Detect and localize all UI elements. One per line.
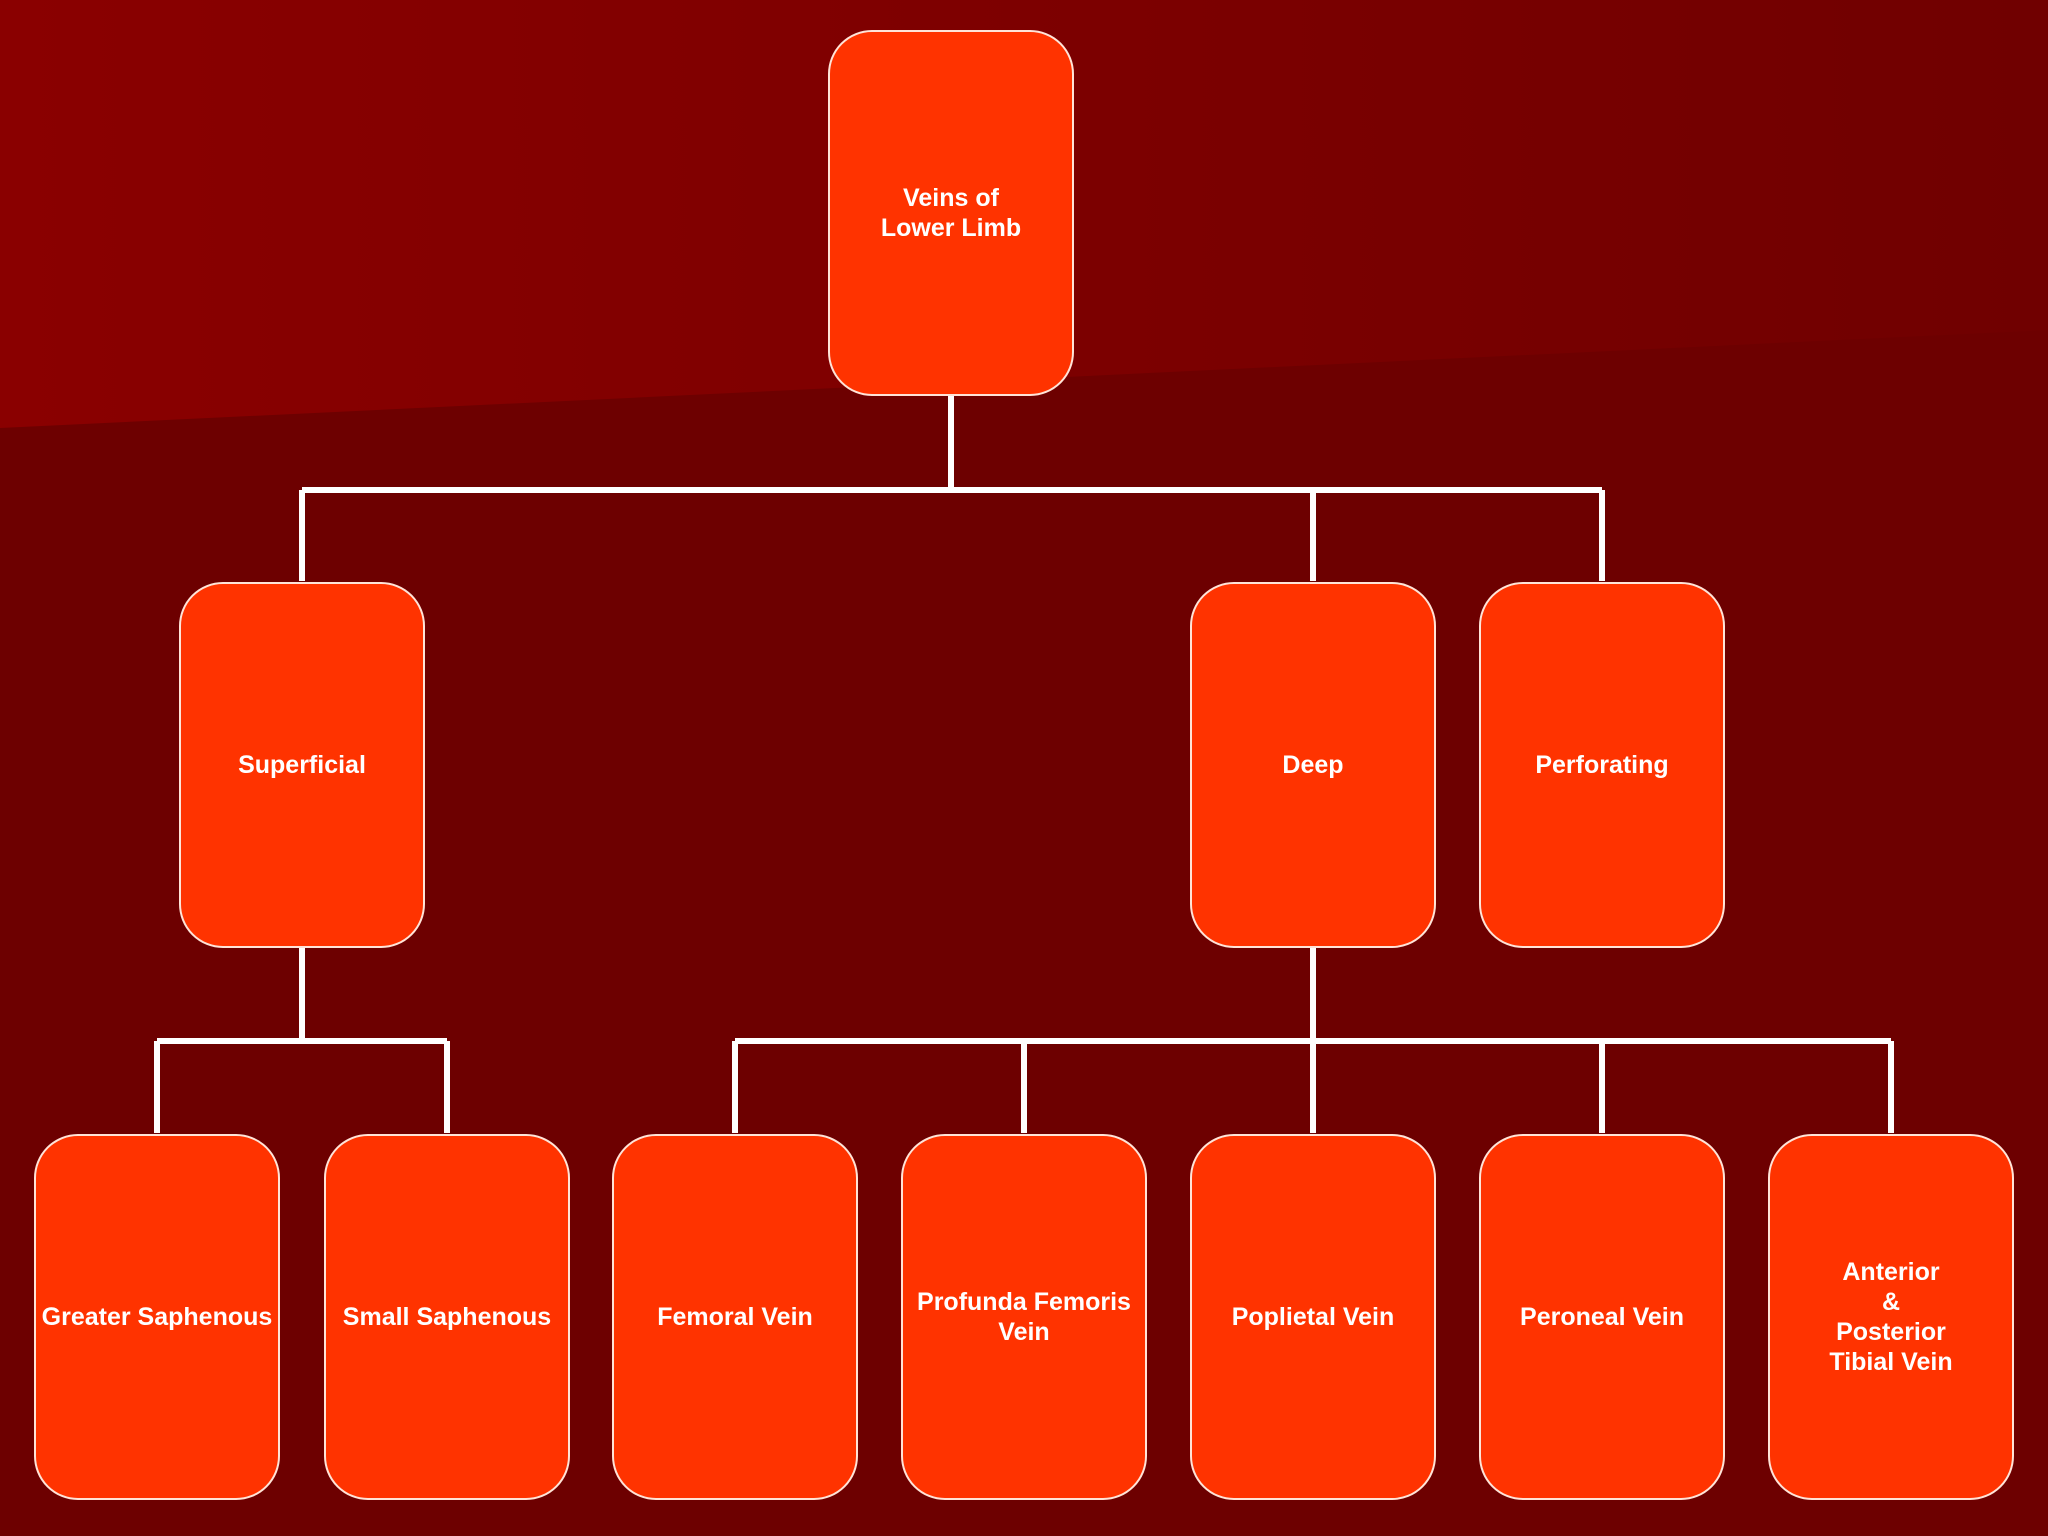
node-small-saphenous: Small Saphenous <box>324 1134 570 1500</box>
connector-lines <box>154 396 1894 1133</box>
node-peroneal-vein: Peroneal Vein <box>1479 1134 1725 1500</box>
node-label: Femoral Vein <box>657 1303 813 1331</box>
node-label: Veins of Lower Limb <box>880 184 1022 242</box>
node-label: Poplietal Vein <box>1231 1303 1395 1331</box>
node-label: Profunda Femoris Vein <box>917 1288 1131 1346</box>
node-label: Greater Saphenous <box>41 1303 273 1331</box>
node-profunda-femoris-vein: Profunda Femoris Vein <box>901 1134 1147 1500</box>
node-poplietal-vein: Poplietal Vein <box>1190 1134 1436 1500</box>
node-femoral-vein: Femoral Vein <box>612 1134 858 1500</box>
node-perforating: Perforating <box>1479 582 1725 948</box>
node-label: Anterior & Posterior Tibial Vein <box>1829 1258 1953 1376</box>
node-label: Peroneal Vein <box>1520 1303 1684 1331</box>
node-greater-saphenous: Greater Saphenous <box>34 1134 280 1500</box>
node-superficial: Superficial <box>179 582 425 948</box>
node-root-veins-of-lower-limb: Veins of Lower Limb <box>828 30 1074 396</box>
node-deep: Deep <box>1190 582 1436 948</box>
node-label: Perforating <box>1535 751 1669 779</box>
node-label: Superficial <box>238 751 366 779</box>
node-label: Deep <box>1282 751 1344 779</box>
node-anterior-posterior-tibial-vein: Anterior & Posterior Tibial Vein <box>1768 1134 2014 1500</box>
node-label: Small Saphenous <box>342 1303 552 1331</box>
